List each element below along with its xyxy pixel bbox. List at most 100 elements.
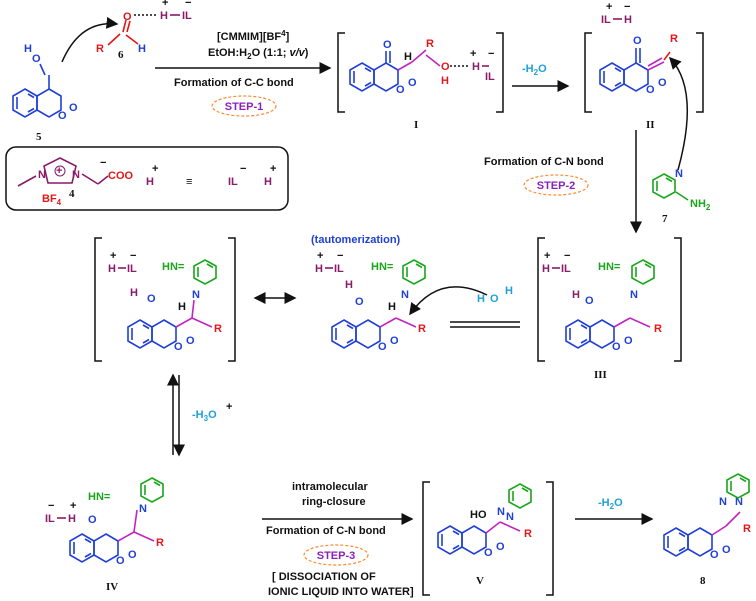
svg-text:HN=: HN= [88, 491, 110, 503]
ionic-liquid-box: N N + COO − BF4 4 H + ≡ IL − H + [5, 146, 289, 211]
svg-text:O: O [633, 35, 642, 47]
atom-r-6: R [96, 43, 104, 55]
svg-text:+: + [544, 250, 550, 262]
svg-text:HN=: HN= [162, 261, 184, 273]
svg-text:IL: IL [485, 71, 495, 83]
svg-text:H: H [315, 263, 323, 275]
step-3-note2: IONIC LIQUID INTO WATER] [268, 586, 414, 598]
step-3: intramolecular ring-closure Formation of… [262, 481, 414, 598]
svg-text:O: O [496, 541, 505, 553]
svg-text:≡: ≡ [186, 176, 192, 188]
svg-text:+: + [606, 1, 612, 13]
svg-text:O: O [174, 341, 183, 353]
keto-tautomer: H IL + − H O O O R H N HN= [94, 237, 236, 362]
svg-text:N: N [72, 169, 80, 181]
svg-text:N: N [38, 169, 46, 181]
svg-text:H: H [345, 279, 353, 291]
svg-text:R: R [670, 33, 678, 45]
svg-text:H: H [624, 14, 632, 26]
svg-text:+: + [110, 250, 116, 262]
charge-plus-6: + [162, 0, 168, 9]
svg-text:−: − [130, 250, 136, 262]
intermediate-II: IL H + − O O O R II [584, 1, 704, 131]
svg-text:O: O [585, 295, 594, 307]
step-3-caption: Formation of C-N bond [266, 525, 386, 537]
svg-text:HN=: HN= [598, 261, 620, 273]
svg-text:+: + [70, 500, 76, 512]
svg-text:O: O [490, 293, 499, 305]
svg-text:N: N [719, 496, 727, 508]
step-3-label: STEP-3 [317, 550, 356, 562]
reagent-catalyst: [CMMIM][BF4] [217, 29, 290, 43]
label-II: II [646, 119, 655, 131]
svg-text:O: O [612, 341, 621, 353]
svg-text:N: N [401, 289, 409, 301]
step-1-conditions: [CMMIM][BF4] EtOH:H2O (1:1; v/v) Formati… [155, 29, 332, 117]
hydronium-elimination: -H3O + [167, 373, 232, 457]
svg-text:+: + [152, 163, 158, 175]
svg-text:H: H [441, 75, 449, 87]
reagent-solvent: EtOH:H2O (1:1; v/v) [208, 47, 309, 61]
enol-tautomer: H IL + − H O O O R H N HN= H O H [315, 250, 513, 353]
elimination-water-2: -H2O [575, 497, 654, 525]
step-1-caption: Formation of C-C bond [174, 77, 294, 89]
svg-text:O: O [658, 77, 667, 89]
water-elim-2: -H2O [598, 497, 623, 511]
svg-text:R: R [418, 323, 426, 335]
svg-text:O: O [128, 549, 137, 561]
step-3-note1: [ DISSOCIATION OF [272, 571, 376, 583]
svg-text:H: H [264, 176, 272, 188]
atom-o-ring-5: O [58, 110, 67, 122]
svg-text:N: N [497, 506, 505, 518]
svg-text:R: R [743, 523, 751, 535]
equilibrium-arrows [450, 321, 520, 328]
svg-text:H: H [404, 51, 412, 63]
svg-text:O: O [710, 549, 719, 561]
atom-o-carbonyl-5: O [69, 102, 78, 114]
svg-text:−: − [100, 157, 106, 169]
intermediate-V: HO O O R N N V [422, 481, 554, 596]
svg-text:−: − [240, 163, 246, 175]
svg-text:4: 4 [69, 188, 75, 200]
label-III: III [594, 369, 607, 381]
svg-text:+: + [226, 401, 232, 413]
svg-text:R: R [426, 38, 434, 50]
charge-minus-6: − [185, 0, 191, 9]
svg-text:COO: COO [108, 170, 134, 182]
svg-text:N: N [630, 289, 638, 301]
step-2: Formation of C-N bond STEP-2 [484, 130, 642, 234]
svg-text:H: H [505, 285, 513, 297]
svg-text:−: − [48, 500, 54, 512]
svg-text:O: O [722, 544, 731, 556]
svg-text:O: O [484, 547, 493, 559]
svg-text:H: H [68, 513, 76, 525]
label-5: 5 [36, 131, 42, 143]
svg-text:H: H [388, 301, 396, 313]
svg-text:N: N [735, 496, 743, 508]
svg-text:O: O [646, 84, 655, 96]
svg-text:+: + [317, 250, 323, 262]
atom-h-6: H [138, 43, 146, 55]
svg-text:N: N [506, 511, 514, 523]
label-I: I [414, 119, 418, 131]
svg-text:H: H [572, 289, 580, 301]
aldehyde-6: R H O H IL + − 6 [61, 0, 192, 63]
svg-text:+: + [270, 163, 276, 175]
amino-group: NH2 [690, 198, 711, 212]
svg-text:IL: IL [228, 176, 238, 188]
svg-text:IL: IL [601, 14, 611, 26]
svg-text:O: O [116, 555, 125, 567]
step-1-label: STEP-1 [225, 101, 264, 113]
water-elim-1: -H2O [522, 63, 547, 77]
svg-text:IL: IL [561, 263, 571, 275]
svg-text:R: R [156, 537, 164, 549]
atom-o-6: O [123, 11, 132, 23]
label-8: 8 [700, 575, 706, 587]
bf4: BF4 [42, 193, 62, 207]
svg-text:+: + [56, 165, 62, 177]
svg-text:O: O [378, 341, 387, 353]
svg-text:−: − [564, 250, 570, 262]
svg-text:O: O [186, 335, 195, 347]
svg-text:O: O [624, 335, 633, 347]
